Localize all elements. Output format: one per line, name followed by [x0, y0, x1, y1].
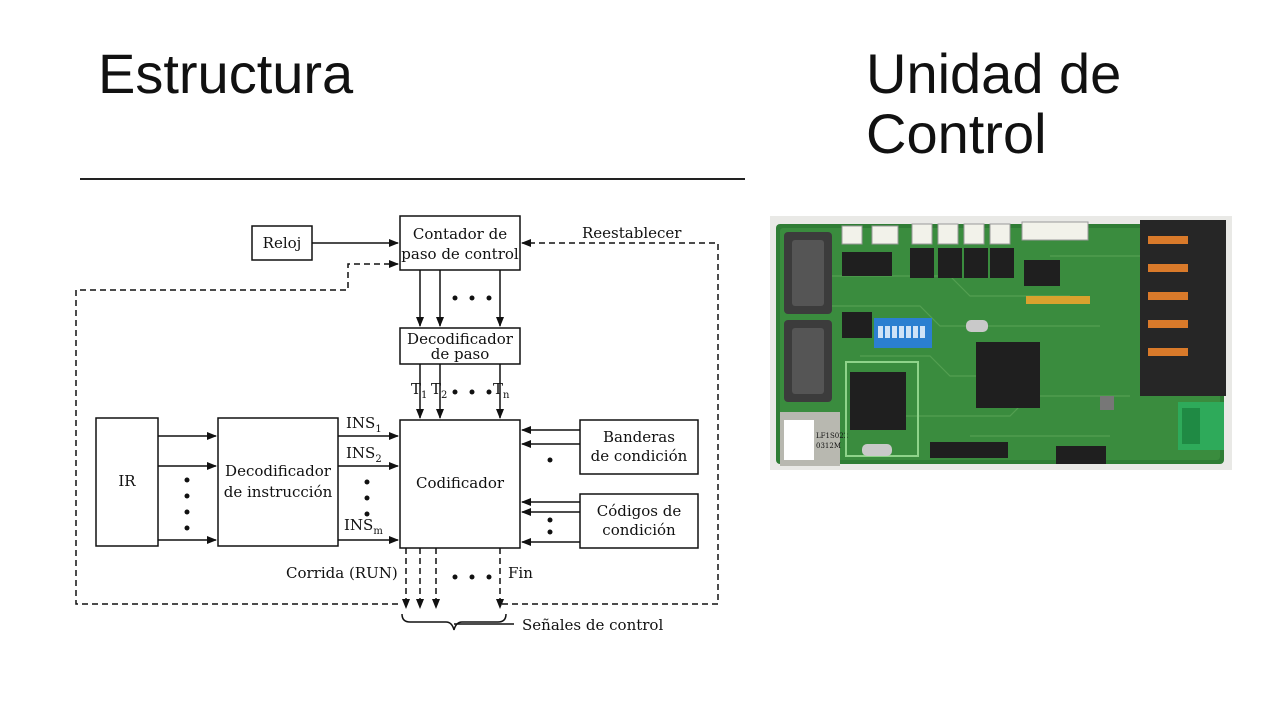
- contador-box: [399, 215, 521, 271]
- decodificador-paso-box: [399, 327, 521, 365]
- t1-label: T1: [411, 380, 427, 401]
- codigos-label-2: condición: [602, 521, 676, 539]
- ir-label: IR: [118, 472, 136, 490]
- contador-label-2: paso de control: [401, 245, 519, 263]
- title-divider: [80, 178, 745, 180]
- ir-box: [95, 417, 159, 547]
- decod-instr-label-2: de instrucción: [224, 483, 333, 501]
- corrida-label: Corrida (RUN): [286, 564, 398, 582]
- fin-label: Fin: [508, 564, 533, 582]
- codigos-box: [579, 493, 699, 549]
- title-line-1: Unidad de: [866, 42, 1122, 105]
- banderas-label-1: Banderas: [603, 428, 675, 446]
- codificador-box: [399, 419, 521, 549]
- codigos-label-1: Códigos de: [597, 502, 682, 520]
- contador-label-1: Contador de: [413, 225, 507, 243]
- ellipsis-dots: [184, 295, 553, 580]
- decod-paso-label-2: de paso: [431, 345, 490, 363]
- ins2-label: INS2: [346, 444, 382, 465]
- board-chip-label-2: 0312M: [816, 442, 841, 450]
- control-signals-brace: [401, 613, 507, 631]
- insm-label: INSm: [344, 516, 383, 537]
- slide-title-estructura: Estructura: [98, 42, 354, 105]
- decodificador-instruccion-box: [217, 417, 339, 547]
- control-unit-board-photo: LF1S022 0312M: [770, 216, 1232, 470]
- decod-paso-label-1: Decodificador: [407, 330, 514, 348]
- banderas-box: [579, 419, 699, 475]
- decod-instr-label-1: Decodificador: [225, 462, 332, 480]
- t2-label: T2: [431, 380, 447, 401]
- codificador-label: Codificador: [416, 474, 505, 492]
- tn-label: Tn: [493, 380, 510, 401]
- board-chip-label: LF1S022: [816, 432, 848, 440]
- slide-title-unidad-control: Unidad de Control: [866, 44, 1196, 164]
- reloj-label: Reloj: [263, 234, 302, 252]
- title-line-2: Control: [866, 102, 1047, 165]
- senales-control-label: Señales de control: [522, 616, 663, 634]
- reestablecer-label: Reestablecer: [582, 224, 682, 242]
- banderas-label-2: de condición: [591, 447, 688, 465]
- ins1-label: INS1: [346, 414, 382, 435]
- control-unit-block-diagram: Reloj Contador de paso de control Reesta…: [75, 215, 719, 634]
